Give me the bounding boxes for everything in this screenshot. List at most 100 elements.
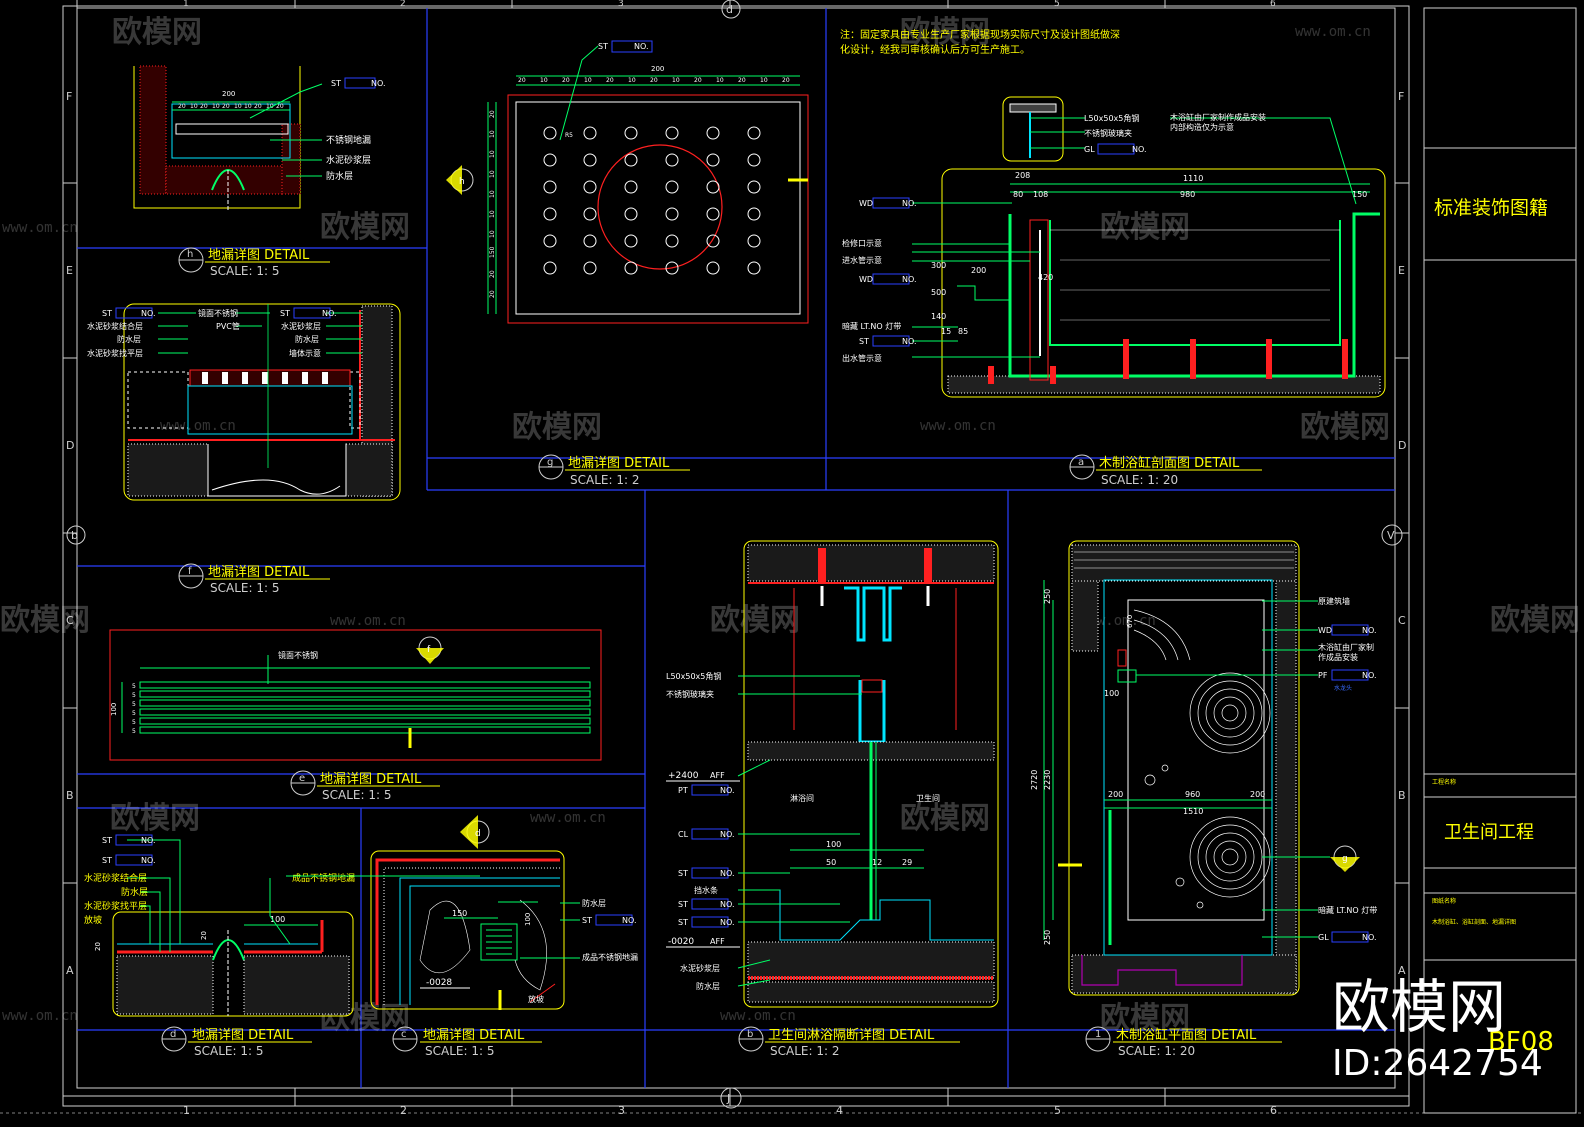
drain-hole [624,261,638,275]
wm-13: 欧模网 [1100,1001,1190,1036]
drain-hole [706,234,720,248]
detail-c-id: c [401,1029,407,1040]
a-misc-4: 300 [931,261,946,270]
h-dim-total: 200 [222,90,235,98]
c-dim-2: 100 [524,913,532,926]
detail-f-title: f 地漏详图 DETAIL SCALE: 1: 5 [178,563,330,595]
wm-1: 欧模网 [112,15,202,50]
g-top-dim: 20 [650,77,658,84]
b-tag-st3-no: NO. [720,918,735,927]
grid-row-D: D [66,439,74,452]
g-dim-total: 200 [651,65,664,73]
g-top-dim: 10 [672,77,680,84]
title-block: 标准装饰图籍 工程名称 卫生间工程 图纸名称 木制浴缸、浴缸剖面、地漏详图 BF… [1423,7,1577,1114]
grid-col-2: 2 [400,1104,407,1117]
detail-1-title: 1 木制浴缸平面图 DETAIL SCALE: 1: 20 [1085,1026,1282,1058]
wm-url-7: www.om.cn [530,810,606,826]
detail-b-drawing: 100 50 12 29 淋浴间 卫生间 L50x50x5角钢 不锈钢玻璃夹 +… [666,540,999,1008]
drain-hole [706,207,720,221]
b-label-7: 防水层 [696,981,720,991]
drain-hole [543,153,557,167]
drain-hole [706,126,720,140]
grid-labels: 1 2 3 4 5 6 1 2 3 5 6 F E D C B A F E D … [66,0,1406,1117]
b-tag-st3: ST [678,918,688,927]
b-tag-st2-no: NO. [720,900,735,909]
watermark-layer: 欧模网 欧模网 www.om.cn 欧模网 欧模网 www.om.cn www.… [0,15,1580,1036]
p-dim-9: 200 [1250,790,1265,799]
a-dim-2: 108 [1033,190,1048,199]
drain-hole [665,234,679,248]
detail-e-id: e [299,773,305,784]
detail-d-scale: SCALE: 1: 5 [194,1044,263,1058]
g-top-dim: 10 [716,77,724,84]
e-dim-4: 5 [132,701,136,708]
f-tag-st2: ST [280,309,290,318]
e-dim-3: 5 [132,692,136,699]
d-tag-st2-no: NO. [141,856,156,865]
grid-row-E: E [66,264,73,277]
g-top-dim: 20 [562,77,570,84]
detail-b-id: b [747,1029,753,1040]
h-dim-8: 20 [254,103,262,110]
drain-hole [624,180,638,194]
detail-a-drawing: 1110 80 108 980 150 208 200 420 300 500 … [842,96,1386,398]
h-dim-3: 20 [200,103,208,110]
detail-h-name: 地漏详图 DETAIL [208,247,310,263]
drain-hole [665,153,679,167]
b-tag-st2: ST [678,900,688,909]
b-dim-2: 50 [826,858,836,867]
a-tag-wd1: WD [859,199,873,208]
p-dim-6: 670 [1126,615,1134,628]
title-block-note-2: 图纸名称 [1432,897,1456,905]
grid-row-B: B [66,789,74,802]
a-tag-wd2: WD [859,275,873,284]
detail-f-drawing: ST NO. 镜面不锈钢 PVC管 水泥砂浆结合层 防水层 水泥砂浆找平层 ST… [87,303,401,501]
detail-h-drawing: 200 20 10 20 10 20 10 10 20 10 20 ST NO.… [133,65,386,210]
detail-b-name: 卫生间淋浴隔断详图 DETAIL [768,1028,935,1043]
wm-7: 欧模网 [0,603,90,638]
detail-g-title: g 地漏详图 DETAIL SCALE: 1: 2 [538,454,690,487]
p-dim-1: 2720 [1030,770,1039,790]
p-dim-3: 250 [1043,589,1052,604]
h-label-3: 防水层 [326,170,353,182]
b-label-1: 淋浴间 [790,793,814,803]
a-label-2: 不锈钢玻璃夹 [1084,128,1132,138]
b-dim-4: 29 [902,858,912,867]
e-dim-1: 100 [110,703,118,716]
detail-h-scale: SCALE: 1: 5 [210,264,279,278]
g-tag-st: ST [598,42,608,51]
detail-e-scale: SCALE: 1: 5 [322,788,391,802]
a-label-7: 暗藏 LT.NO 灯带 [842,321,901,331]
c-section-d: d [475,829,481,839]
g-top-dim: 20 [518,77,526,84]
e-dim-2: 5 [132,683,136,690]
drain-hole [747,261,761,275]
b-tag-cl-no: NO. [720,830,735,839]
wm-10: 欧模网 [110,801,200,836]
p-tag-wd: WD [1318,626,1332,635]
b-tag-pt-no: NO. [720,786,735,795]
drain-hole [706,153,720,167]
drain-hole [747,234,761,248]
h-tag-st: ST [331,79,341,88]
grid-row-C-right: C [1398,614,1406,627]
p-tag-pf-no: NO. [1362,671,1377,680]
a-dim-4: 150 [1352,190,1367,199]
d-label-5: 成品不锈钢地漏 [292,872,355,884]
p-dim-8: 960 [1185,790,1200,799]
detail-d-title: d 地漏详图 DETAIL SCALE: 1: 5 [161,1026,312,1058]
a-misc-8: 85 [958,327,968,336]
detail-c-scale: SCALE: 1: 5 [425,1044,494,1058]
drain-hole [543,126,557,140]
drain-hole [624,207,638,221]
drain-hole [583,207,597,221]
g-side-dim: 10 [489,130,496,138]
h-label-2: 水泥砂浆层 [326,154,371,166]
detail-g-id: g [547,457,553,468]
f-tag-st1: ST [102,309,112,318]
h-dim-2: 10 [190,103,198,110]
b-tag-cl: CL [678,830,689,839]
